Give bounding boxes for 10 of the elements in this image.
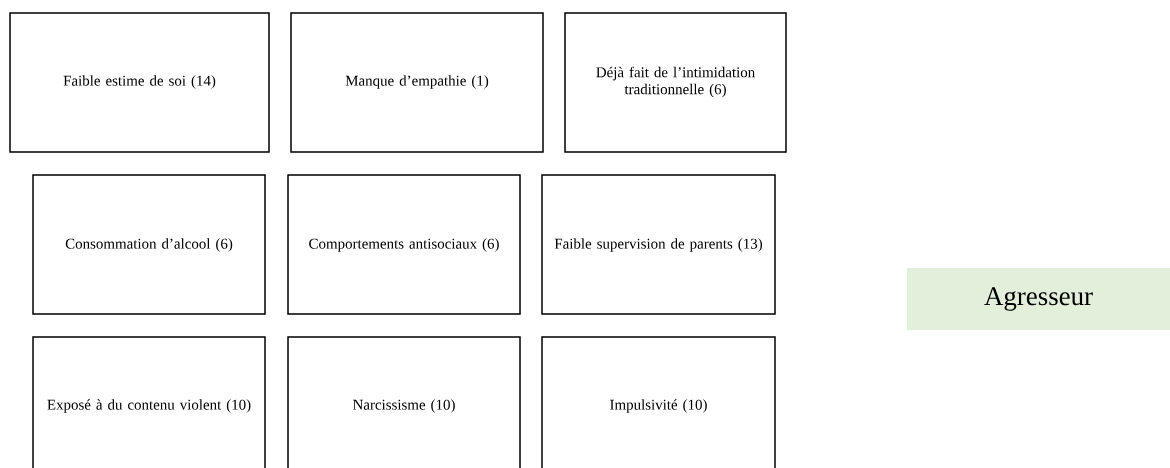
factor-box: Déjà fait de l’intimidation traditionnelle (6): [564, 12, 787, 153]
role-label-box: Agresseur: [907, 268, 1170, 330]
factor-box: Consommation d’alcool (6): [32, 174, 266, 315]
factor-box: Narcissisme (10): [287, 336, 521, 468]
factor-box: Impulsivité (10): [541, 336, 776, 468]
factor-box: Comportements antisociaux (6): [287, 174, 521, 315]
factor-box: Faible supervision de parents (13): [541, 174, 776, 315]
factor-box: Manque d’empathie (1): [290, 12, 544, 153]
factor-box: Faible estime de soi (14): [9, 12, 270, 153]
factor-box: Exposé à du contenu violent (10): [32, 336, 266, 468]
